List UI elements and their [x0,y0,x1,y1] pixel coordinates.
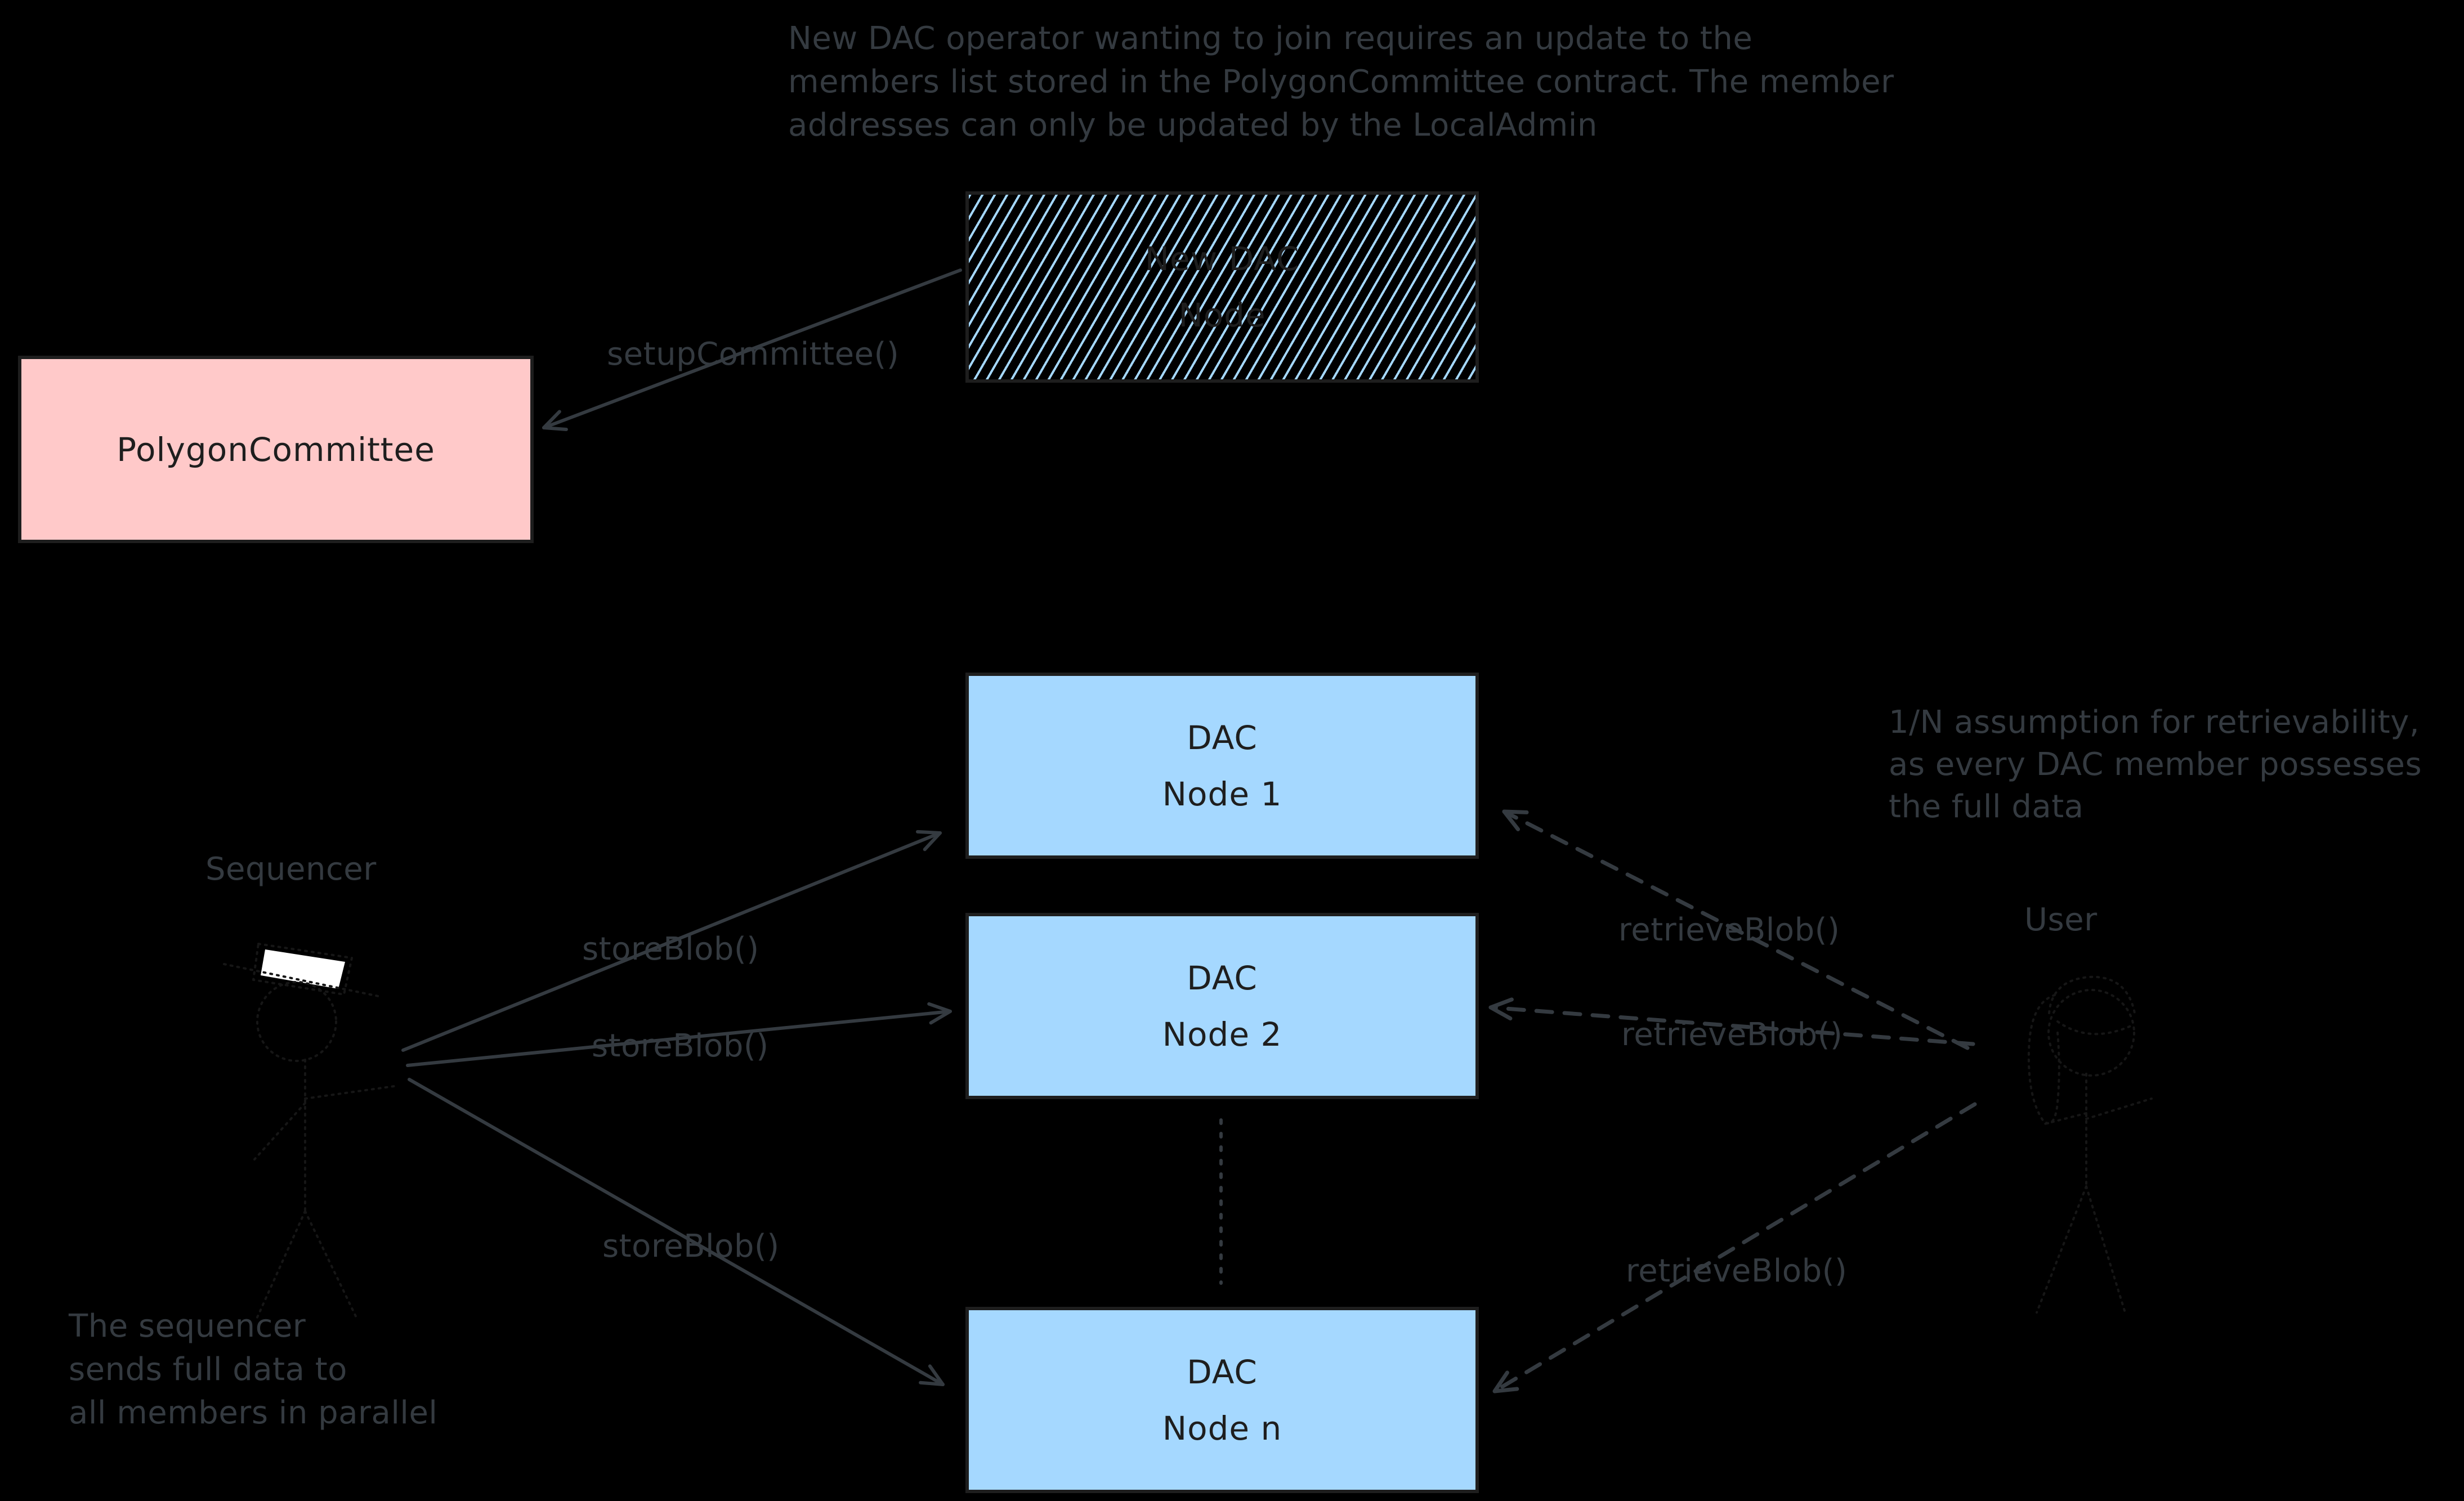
setup-committee-label: setupCommittee() [607,336,900,373]
new-dac-node-label-line: New DAC [1144,240,1300,278]
retrieve-blob-label-3: retrieveBlob() [1626,1253,1848,1289]
top-annotation-line: addresses can only be updated by the Loc… [788,107,1598,144]
dac-node-2-label-line: Node 2 [1162,1015,1282,1054]
store-blob-label-1: storeBlob() [582,931,759,967]
sequencer-annotation-line: sends full data to [69,1351,347,1388]
sequencer-label: Sequencer [205,851,377,888]
dac-node-2-box: DAC Node 2 [965,913,1479,1099]
retrievability-annotation: 1/N assumption for retrievability, as ev… [1889,701,2422,828]
dac-node-1-box: DAC Node 1 [965,673,1479,859]
new-dac-node-label-line: Node [1178,296,1266,334]
retrieve-blob-label-2: retrieveBlob() [1621,1016,1843,1053]
store-blob-arrow-1 [401,830,942,1052]
user-figure [2027,975,2153,1314]
sequencer-annotation-line: The sequencer [69,1308,306,1345]
top-annotation: New DAC operator wanting to join require… [788,17,1894,147]
new-dac-node-box: New DAC Node [965,191,1479,383]
dac-node-n-label-line: DAC [1187,1352,1258,1391]
top-annotation-line: New DAC operator wanting to join require… [788,20,1753,57]
store-blob-label-2: storeBlob() [592,1028,769,1064]
retrievability-annotation-line: as every DAC member possesses [1889,746,2422,783]
dac-node-n-label-line: Node n [1162,1409,1282,1448]
retrieve-blob-arrow-3 [1492,1102,1977,1394]
store-blob-label-3: storeBlob() [602,1228,780,1265]
sequencer-figure [223,943,395,1321]
top-annotation-line: members list stored in the PolygonCommit… [788,64,1894,100]
dac-node-1-label-line: DAC [1187,718,1258,757]
dac-node-n-box: DAC Node n [965,1307,1479,1493]
store-blob-arrow-3 [408,1078,945,1386]
dac-node-1-label-line: Node 1 [1162,774,1282,813]
retrieve-blob-label-1: retrieveBlob() [1618,912,1840,948]
retrieve-blob-arrow-1 [1502,809,1970,1050]
retrieve-blob-arrow-2 [1488,997,1975,1046]
setup-committee-arrow [542,268,962,431]
user-label: User [2024,902,2098,938]
polygon-committee-box: PolygonCommittee [18,356,534,543]
sequencer-hat-band [261,949,345,989]
retrievability-annotation-line: 1/N assumption for retrievability, [1889,704,2420,741]
dac-node-2-label-line: DAC [1187,958,1258,997]
sequencer-annotation-line: all members in parallel [69,1395,438,1431]
retrievability-annotation-line: the full data [1889,788,2084,825]
store-blob-arrow-2 [406,1002,952,1067]
polygon-committee-label: PolygonCommittee [117,430,435,469]
sequencer-annotation: The sequencer sends full data to all mem… [69,1305,437,1435]
